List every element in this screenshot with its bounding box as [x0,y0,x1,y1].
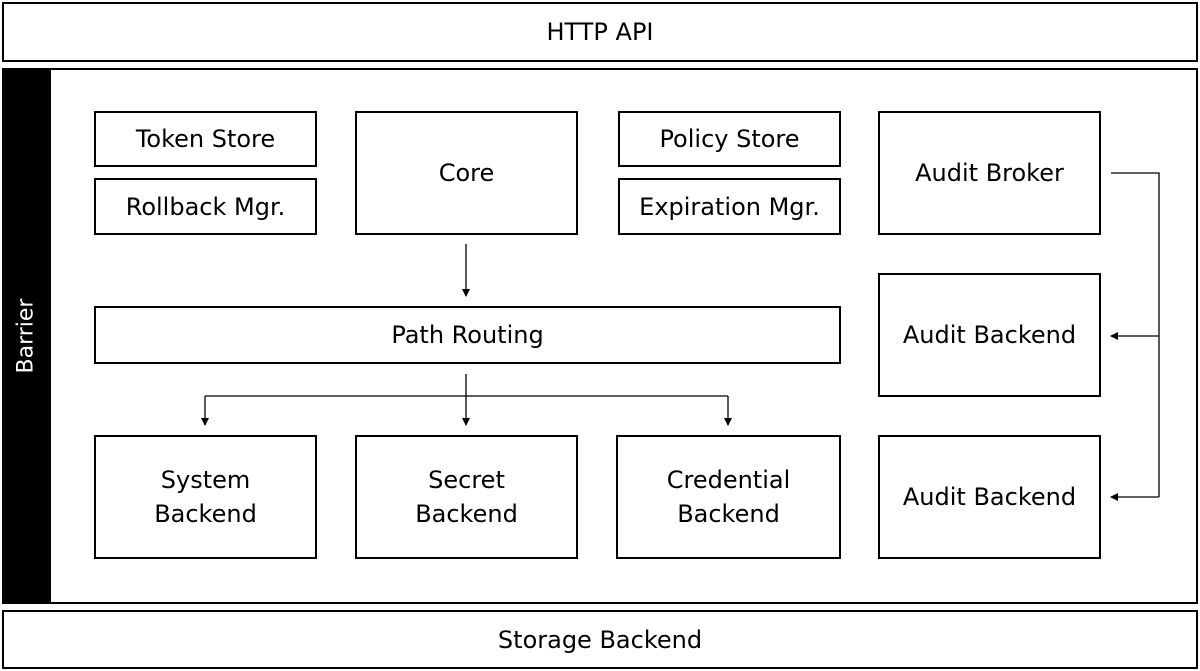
http-api-box: HTTP API [2,2,1198,62]
credential-backend-label-line2: Backend [677,500,780,528]
rollback-manager-box: Rollback Mgr. [94,178,317,235]
token-store-label: Token Store [135,125,276,153]
audit-broker-box: Audit Broker [878,111,1101,235]
path-routing-label: Path Routing [391,321,544,349]
credential-backend-box: Credential Backend [616,435,841,559]
policy-store-label: Policy Store [659,125,800,153]
credential-backend-label-line1: Credential [666,466,791,494]
barrier-strip [2,68,51,604]
audit-backend-label: Audit Backend [902,321,1077,349]
secret-backend-label-line1: Secret [428,466,505,494]
expiration-manager-label: Expiration Mgr. [639,192,820,221]
secret-backend-box: Secret Backend [355,435,578,559]
system-backend-label-line1: System [160,466,251,494]
connector-audit-broker [1111,172,1160,497]
secret-backend-label-line2: Backend [415,500,518,528]
core-label: Core [438,159,495,187]
system-backend-label-line2: Backend [154,500,257,528]
token-store-box: Token Store [94,111,317,167]
audit-broker-label: Audit Broker [915,159,1064,187]
rollback-manager-label: Rollback Mgr. [125,192,286,221]
expiration-manager-box: Expiration Mgr. [618,178,841,235]
storage-backend-label: Storage Backend [497,625,703,654]
audit-backend-box-1: Audit Backend [878,273,1101,397]
path-routing-box: Path Routing [94,306,841,364]
storage-backend-box: Storage Backend [2,610,1198,669]
core-box: Core [355,111,578,235]
http-api-label: HTTP API [546,18,654,46]
audit-backend-label: Audit Backend [902,483,1077,511]
policy-store-box: Policy Store [618,111,841,167]
system-backend-box: System Backend [94,435,317,559]
audit-backend-box-2: Audit Backend [878,435,1101,559]
